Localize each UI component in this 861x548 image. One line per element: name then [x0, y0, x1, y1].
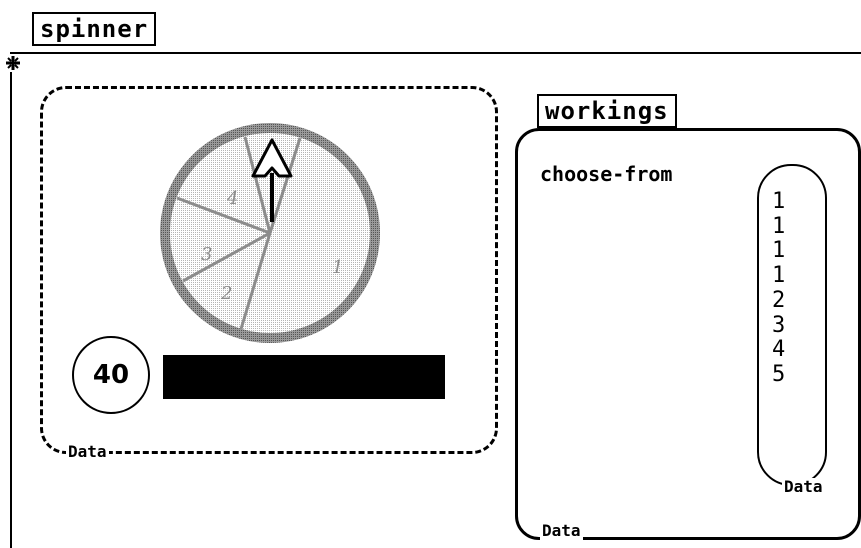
- workings-panel-label: Data: [540, 522, 583, 540]
- progress-fill: [163, 355, 445, 399]
- list-item: 5: [772, 363, 808, 388]
- spinner-panel-label: Data: [66, 443, 109, 461]
- list-item: 2: [772, 289, 808, 314]
- list-item: 1: [772, 264, 808, 289]
- slice-label: 4: [226, 188, 238, 209]
- resize-handle-icon[interactable]: [4, 54, 22, 72]
- slice-label: 2: [220, 283, 232, 304]
- spinner-value: 40: [72, 336, 150, 414]
- slice-label: 1: [332, 257, 343, 278]
- spinner-tab[interactable]: spinner: [32, 12, 156, 46]
- spinner-dial[interactable]: 1 2 3 4: [155, 118, 385, 348]
- list-item: 4: [772, 338, 808, 363]
- list-item: 3: [772, 314, 808, 339]
- list-item: 1: [772, 239, 808, 264]
- slice-label: 3: [201, 244, 212, 265]
- spinner-progress-bar: [163, 355, 445, 399]
- workings-tab[interactable]: workings: [537, 94, 677, 128]
- variable-name: choose-from: [540, 162, 672, 186]
- list-item: 1: [772, 190, 808, 215]
- list-label: Data: [782, 478, 825, 496]
- list-item: 1: [772, 215, 808, 240]
